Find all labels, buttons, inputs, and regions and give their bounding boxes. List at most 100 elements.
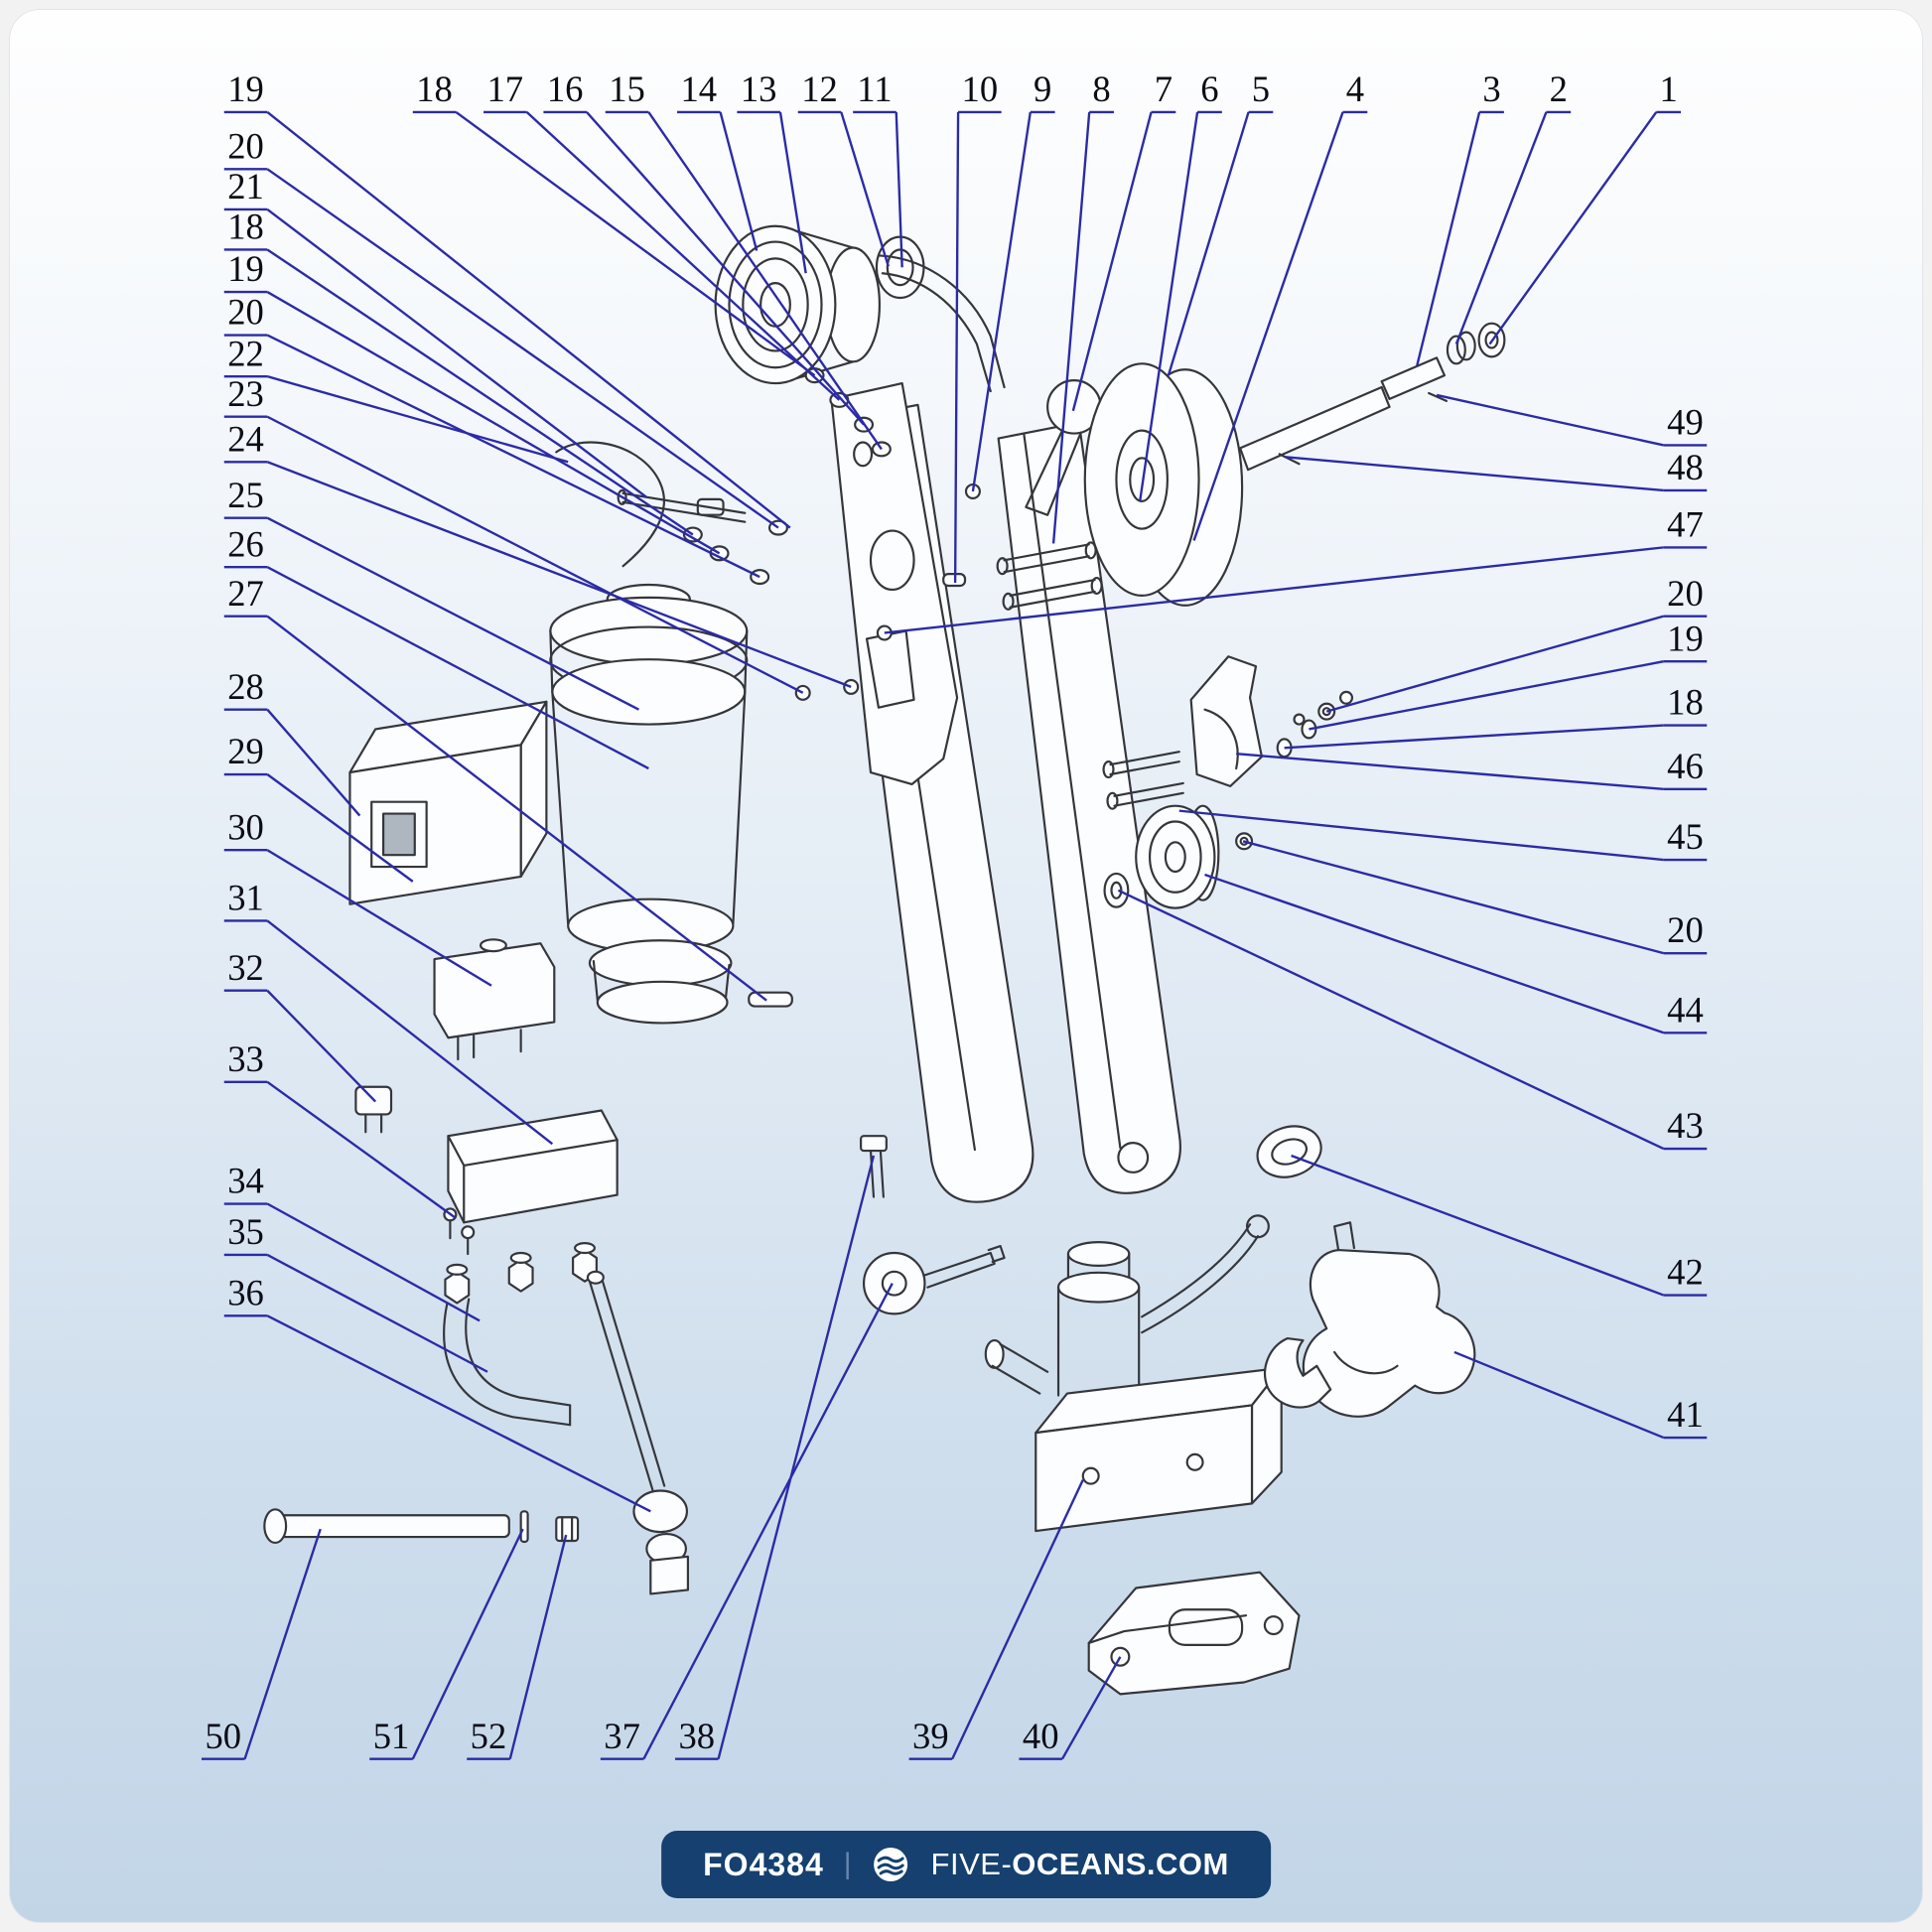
callout-label: 19 bbox=[1667, 618, 1704, 658]
callout-label: 26 bbox=[227, 523, 264, 564]
leader-line bbox=[1117, 889, 1665, 1151]
bracket-bolts-part bbox=[1102, 751, 1184, 810]
leader-line bbox=[266, 615, 767, 1002]
leader-line bbox=[1285, 456, 1664, 492]
callout-label: 33 bbox=[227, 1038, 264, 1079]
callout-label: 28 bbox=[227, 666, 264, 707]
leader-lines-layer bbox=[201, 110, 1708, 1760]
leader-line bbox=[895, 111, 903, 268]
callout-label: 20 bbox=[1667, 573, 1704, 614]
leader-line bbox=[455, 110, 816, 377]
callout-label: 44 bbox=[1667, 989, 1704, 1030]
leader-line bbox=[1309, 660, 1664, 731]
leader-line bbox=[266, 708, 361, 817]
long-bolt-part bbox=[586, 1270, 689, 1595]
callout-label: 20 bbox=[227, 292, 264, 333]
nut-part bbox=[555, 1516, 580, 1543]
callout-label: 40 bbox=[1023, 1716, 1059, 1756]
leader-line bbox=[1453, 1350, 1665, 1440]
callout-label: 14 bbox=[680, 69, 717, 109]
leader-line bbox=[953, 111, 960, 584]
leader-line bbox=[1051, 111, 1091, 544]
leader-line bbox=[266, 566, 649, 770]
callout-label: 50 bbox=[205, 1716, 241, 1756]
leader-line bbox=[1325, 615, 1665, 713]
callout-label: 47 bbox=[1667, 503, 1704, 544]
leader-line bbox=[266, 1080, 457, 1219]
axle-rods-part bbox=[996, 541, 1103, 611]
callout-label: 35 bbox=[227, 1211, 264, 1252]
callout-label: 16 bbox=[547, 69, 584, 109]
callout-label: 36 bbox=[227, 1272, 264, 1312]
callout-label: 13 bbox=[741, 69, 777, 109]
motor-part bbox=[549, 583, 793, 1025]
link-rod-part bbox=[617, 488, 747, 523]
leader-line bbox=[266, 334, 760, 579]
fitting-part bbox=[354, 1085, 393, 1134]
callout-label: 42 bbox=[1667, 1252, 1704, 1293]
callout-label: 18 bbox=[1667, 682, 1704, 723]
callout-label: 9 bbox=[1034, 69, 1051, 109]
leader-line bbox=[266, 849, 492, 987]
leader-line bbox=[1242, 840, 1665, 955]
callout-label: 31 bbox=[227, 878, 264, 918]
leader-line bbox=[266, 415, 804, 694]
callout-label: 34 bbox=[227, 1161, 264, 1201]
leader-line bbox=[266, 248, 694, 536]
guide-bracket-part bbox=[1189, 655, 1263, 787]
washer-part bbox=[519, 1510, 529, 1544]
callout-label: 18 bbox=[416, 69, 453, 109]
callout-label: 4 bbox=[1346, 69, 1364, 109]
leader-line bbox=[266, 919, 554, 1146]
callout-label: 15 bbox=[609, 69, 645, 109]
leader-line bbox=[266, 516, 639, 711]
pulley-disc-part bbox=[1083, 362, 1244, 607]
leader-line bbox=[1060, 1656, 1122, 1760]
leader-line bbox=[951, 1479, 1084, 1760]
shackle-part bbox=[1256, 1125, 1322, 1178]
leader-line bbox=[266, 1202, 481, 1322]
callout-label: 8 bbox=[1092, 69, 1110, 109]
callout-label: 18 bbox=[227, 207, 264, 247]
callout-label: 25 bbox=[227, 475, 264, 515]
callout-label: 27 bbox=[227, 573, 264, 614]
leader-line bbox=[266, 461, 852, 689]
callout-label: 48 bbox=[1667, 447, 1704, 487]
leader-line bbox=[525, 111, 841, 401]
callout-label: 51 bbox=[373, 1716, 410, 1756]
leader-line bbox=[266, 1253, 488, 1373]
callout-label: 45 bbox=[1667, 816, 1704, 857]
leader-line bbox=[266, 989, 377, 1103]
leader-line bbox=[1071, 111, 1153, 412]
bolt-part bbox=[860, 1135, 888, 1198]
callout-label: 41 bbox=[1667, 1394, 1704, 1435]
callout-label: 6 bbox=[1200, 69, 1218, 109]
callout-label: 20 bbox=[227, 125, 264, 166]
leader-line bbox=[586, 111, 865, 426]
callout-label: 37 bbox=[604, 1716, 640, 1756]
footer-separator: | bbox=[843, 1848, 852, 1880]
leader-line bbox=[266, 773, 414, 883]
leader-line bbox=[1167, 111, 1250, 376]
drum-part bbox=[714, 224, 881, 385]
leader-line bbox=[778, 111, 807, 274]
leader-line bbox=[1416, 111, 1481, 366]
callout-label: 19 bbox=[227, 69, 264, 109]
leader-line bbox=[1488, 111, 1658, 345]
leader-line bbox=[971, 111, 1033, 492]
support-link-part bbox=[877, 254, 1006, 393]
brand-bold: OCEANS.COM bbox=[1012, 1847, 1229, 1881]
leader-line bbox=[1284, 724, 1664, 750]
mounting-bracket-part bbox=[1087, 1571, 1301, 1696]
callout-label: 24 bbox=[227, 418, 264, 459]
footer-bar: FO4384 | FIVE-OCEANS.COM bbox=[661, 1831, 1271, 1898]
callout-label: 1 bbox=[1659, 69, 1677, 109]
valve-block-part bbox=[433, 938, 556, 1061]
product-code: FO4384 bbox=[703, 1846, 824, 1882]
callout-label: 12 bbox=[801, 69, 838, 109]
leader-line bbox=[1454, 111, 1548, 345]
leader-line bbox=[1436, 393, 1664, 447]
leader-line bbox=[266, 1314, 651, 1513]
callout-label: 2 bbox=[1550, 69, 1568, 109]
